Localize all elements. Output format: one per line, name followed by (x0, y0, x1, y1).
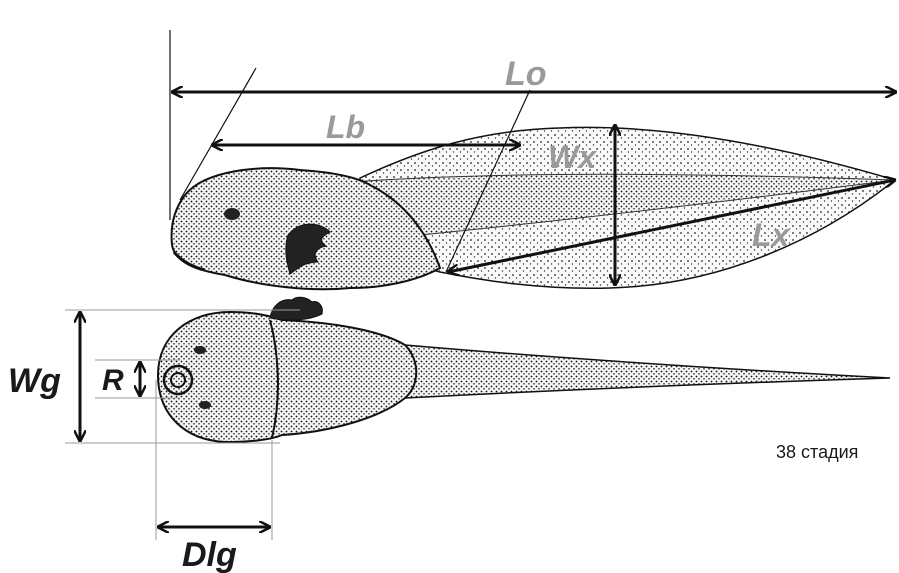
label-wx: Wx (548, 139, 597, 175)
label-wg: Wg (8, 362, 61, 400)
caption-stage: 38 стадия (776, 442, 858, 462)
label-dlg: Dlg (182, 536, 237, 573)
label-lx: Lx (752, 217, 791, 253)
dorsal-eye-right (199, 401, 211, 409)
dorsal-body (158, 312, 416, 442)
label-r: R (102, 364, 124, 397)
dorsal-view-tadpole (158, 297, 890, 442)
dorsal-gills (270, 297, 322, 320)
label-lo: Lo (505, 55, 547, 93)
dorsal-tail (405, 345, 890, 398)
dorsal-eye-left (194, 346, 206, 354)
label-lb: Lb (326, 109, 365, 145)
side-view-tadpole (172, 127, 895, 289)
side-eye (224, 208, 240, 220)
